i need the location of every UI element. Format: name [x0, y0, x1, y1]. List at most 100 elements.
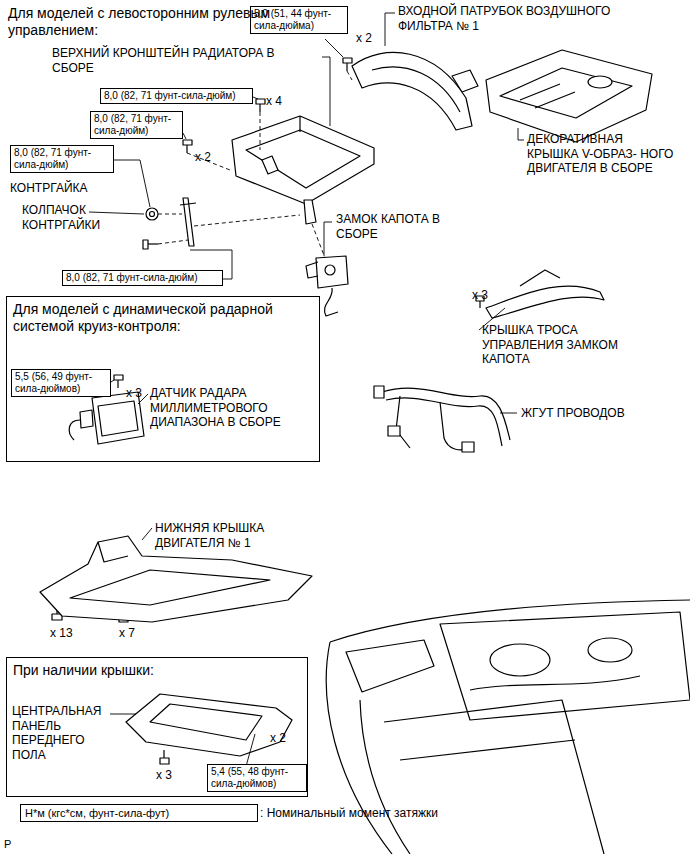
quantity: x 2 [356, 31, 372, 46]
torque-value: 8,0 (82, 71 фунт-сила-дюйм) [94, 113, 179, 137]
vehicle-front [384, 700, 604, 854]
engine-cover [520, 84, 575, 108]
bolt-symbol [343, 58, 352, 63]
panel-heading: При наличии крышки: [13, 662, 301, 679]
quantity: x 7 [119, 626, 135, 641]
bolt-symbol [259, 104, 260, 112]
leader-line [253, 97, 258, 99]
leader-line [500, 413, 517, 414]
hood-lock [324, 288, 338, 316]
floor-center-panel [126, 694, 292, 756]
engine-cover [588, 76, 612, 88]
radiator-support-bracket [304, 200, 316, 224]
part-name: ЦЕНТРАЛЬНАЯ ПАНЕЛЬ ПЕРЕДНЕГО ПОЛА [12, 704, 108, 763]
leader-line [324, 222, 332, 256]
hood-lock-pin [183, 198, 194, 246]
part-name: НИЖНЯЯ КРЫШКА ДВИГАТЕЛЯ № 1 [155, 521, 305, 550]
radar-sensor [80, 410, 93, 428]
quantity: x 2 [270, 731, 286, 746]
dashed-line [194, 215, 300, 226]
figure-code: P [4, 838, 11, 851]
vehicle-front [490, 644, 550, 676]
dashed-line [260, 112, 261, 150]
vehicle-front [360, 700, 410, 854]
bolt-symbol [52, 58, 484, 764]
radiator-support-bracket [232, 116, 374, 224]
bolt-symbol [186, 145, 187, 153]
engine-cover [486, 50, 652, 142]
leader-line [322, 57, 330, 126]
quantity: x 13 [50, 626, 73, 641]
air-intake-duct [452, 70, 478, 92]
hood-lock-cable-cover [520, 270, 560, 286]
torque-value: 5,4 (55, 48 фунт-сила-дюймов) [211, 766, 303, 790]
wire-harness [374, 386, 384, 398]
quantity: x 3 [472, 288, 488, 303]
part-name: ВХОДНОЙ ПАТРУБОК ВОЗДУШНОГО ФИЛЬТРА № 1 [398, 4, 630, 33]
floor-center-panel [126, 694, 292, 756]
bolt-symbol [143, 240, 148, 249]
leader-line [518, 128, 524, 140]
part-name: ДАТЧИК РАДАРА МИЛЛИМЕТРОВОГО ДИАПАЗОНА В… [150, 386, 300, 430]
bolt-symbol [479, 301, 480, 308]
wire-harness [396, 396, 410, 448]
hood-lock-pin [146, 198, 196, 246]
bolt-symbol [148, 243, 158, 244]
section-heading: Для моделей с левосторонним рулевым упра… [8, 5, 280, 39]
torque-value: Н*м (кгс*см, фунт-сила-фут) [25, 806, 253, 820]
part-name: ДЕКОРАТИВНАЯ КРЫШКА V-ОБРАЗ- НОГО ДВИГАТ… [527, 132, 677, 176]
radar-sensor [69, 420, 80, 440]
radiator-support-bracket [299, 116, 300, 132]
vehicle-front [400, 740, 575, 760]
leader-line [110, 714, 136, 715]
panel-heading: Для моделей с динамической радарной сист… [13, 301, 313, 335]
leader-line [385, 13, 395, 46]
vehicle-front [346, 640, 434, 692]
dashed-line [347, 71, 352, 80]
engine-under-cover [98, 542, 128, 562]
legend-text: : Номинальный момент затяжки [260, 806, 438, 821]
torque-box: 5,5 (56, 49 фунт-сила-дюймов) [11, 369, 111, 397]
vehicle-front [440, 612, 690, 720]
hood-lock [306, 262, 318, 278]
leader-line [183, 133, 186, 139]
dashed-line [158, 240, 188, 244]
radiator-support-bracket [232, 116, 374, 204]
radiator-support-bracket [262, 156, 278, 174]
part-name: ВЕРХНИЙ КРОНШТЕЙН РАДИАТОРА В СБОРЕ [52, 46, 314, 75]
leader-line [325, 39, 343, 57]
bolt-symbol [114, 375, 123, 380]
quantity: x 4 [266, 94, 282, 109]
bolt-symbol [346, 63, 347, 71]
torque-box: 8,0 (82, 71 фунт-сила-дюйм) [100, 88, 253, 104]
wire-harness [462, 442, 474, 452]
torque-box: 8,0 (82, 71 фунт-сила-дюйм) [90, 111, 183, 139]
bolt-symbol [117, 380, 118, 388]
air-intake-duct [352, 52, 472, 130]
torque-box: 8,0 (82, 71 фунт-сила-дюйм) [10, 145, 114, 173]
radiator-support-bracket [246, 130, 360, 188]
part-name: КОЛПАЧОК КОНТРГАЙКИ [22, 203, 102, 232]
vehicle-front [470, 676, 640, 690]
torque-box: 5,4 (55, 48 фунт-сила-дюймов) [207, 764, 307, 792]
torque-legend-box: Н*м (кгс*см, фунт-сила-фут) [20, 804, 258, 822]
part-name: КРЫШКА ТРОСА УПРАВЛЕНИЯ ЗАМКОМ КАПОТА [482, 323, 642, 367]
engine-cover [486, 50, 652, 142]
air-intake-duct [352, 52, 478, 130]
floor-center-panel [150, 704, 262, 740]
hood-lock-pin [146, 208, 158, 220]
bolt-symbol [160, 758, 169, 764]
part-name: КОНТРГАЙКА [10, 181, 88, 196]
leader-line [89, 212, 144, 214]
wire-harness [388, 426, 400, 436]
leader-line [114, 160, 150, 207]
part-name: ЗАМОК КАПОТА В СБОРЕ [336, 212, 481, 241]
bolt-symbol [256, 99, 265, 104]
quantity: x 3 [126, 386, 142, 401]
bolt-symbol [183, 140, 192, 145]
torque-value: 5,5 (56, 49 фунт-сила-дюймов) [15, 371, 107, 395]
dashed-line [158, 214, 182, 215]
hood-lock [325, 265, 335, 275]
hood-lock [306, 256, 348, 316]
